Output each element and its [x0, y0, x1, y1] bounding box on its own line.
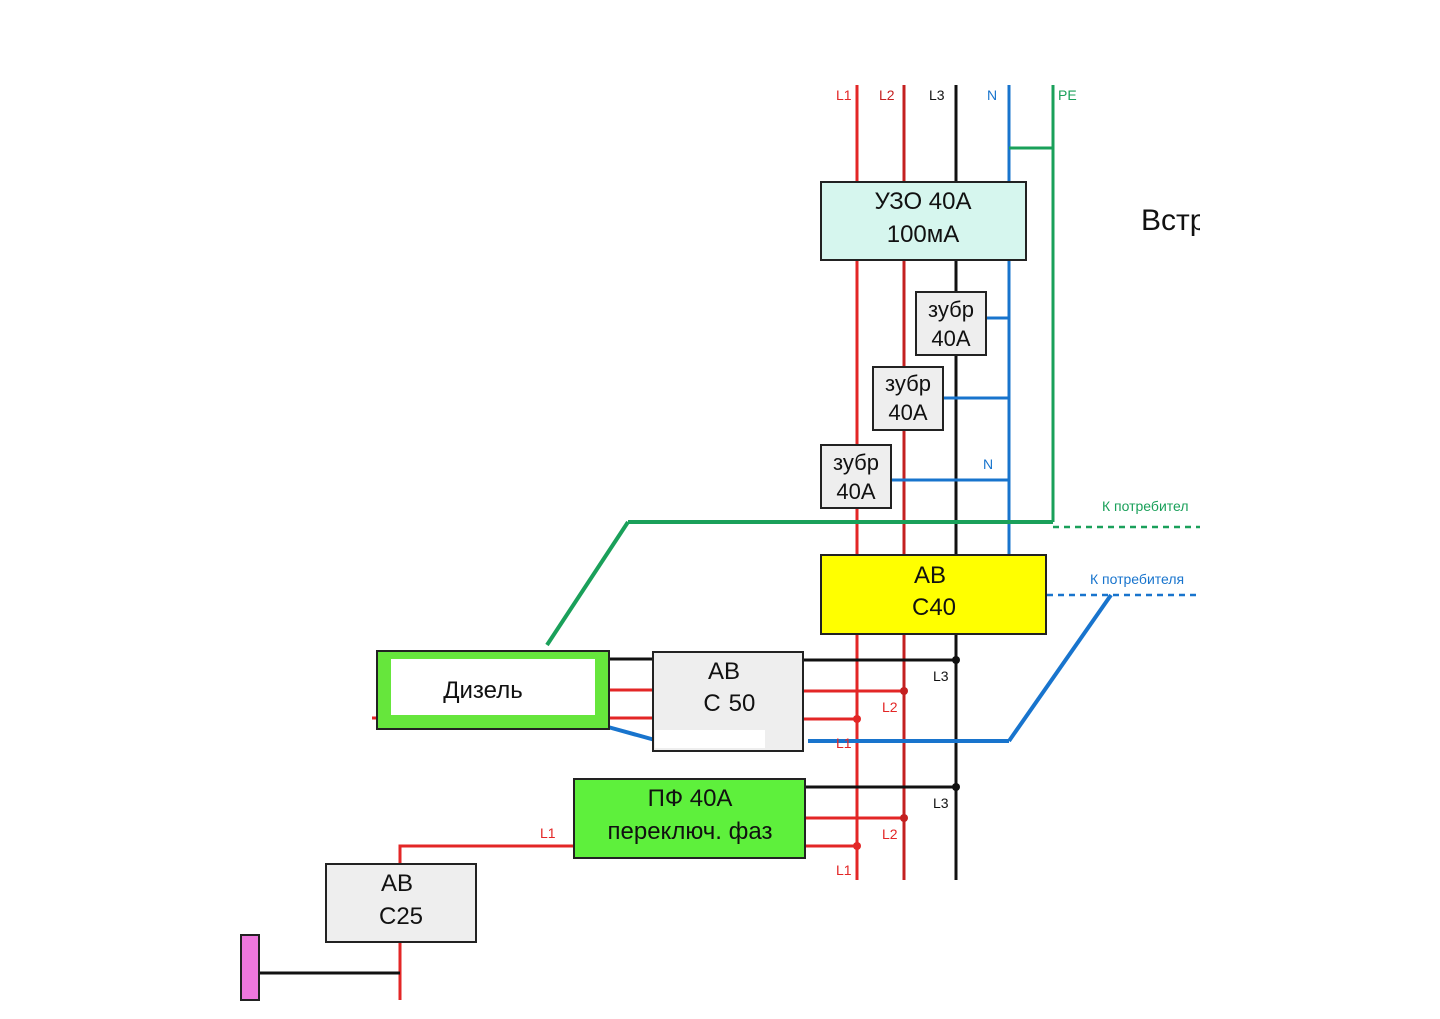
pe-diagonal-to-diesel [545, 520, 630, 647]
wire-label-l1-a: L1 [836, 735, 852, 751]
av-c50-line2-letter: С [703, 690, 720, 717]
bus-l1-label: L1 [836, 87, 852, 103]
diesel-label: Дизель [443, 677, 522, 704]
node-l1-b [853, 842, 861, 850]
pink-block [240, 934, 260, 1001]
zubr-2-line2: 40А [888, 400, 927, 425]
diesel-n-diagonal [1007, 593, 1113, 743]
uzo-box [820, 181, 1027, 261]
heading-mask [1200, 195, 1240, 245]
bus-l2-label: L2 [879, 87, 895, 103]
pf-line1: ПФ 40А [648, 785, 733, 812]
wire-label-l3-b: L3 [933, 795, 949, 811]
consumer-label-blue: К потребителя [1090, 571, 1184, 587]
wire-label-l1-b: L1 [836, 862, 852, 878]
n-label-mid: N [983, 456, 993, 472]
zubr-2-line1: зубр [885, 371, 931, 396]
zubr-box-1 [915, 291, 987, 356]
av-c40-line1: АВ [914, 562, 946, 589]
bus-l3-label: L3 [929, 87, 945, 103]
uzo-label-line2: 100мА [887, 221, 960, 248]
zubr-box-3 [820, 444, 892, 509]
zubr-box-2 [872, 366, 944, 431]
av-c25-line2: С25 [379, 903, 423, 930]
zubr-3-line1: зубр [833, 450, 879, 475]
bus-n-label: N [987, 87, 997, 103]
wire-label-l2-a: L2 [882, 699, 898, 715]
zubr-3-line2: 40А [836, 479, 875, 504]
zubr-1-line2: 40А [931, 326, 970, 351]
av-c40-line2: С40 [912, 594, 956, 621]
pf-box [573, 778, 806, 859]
wire-label-l3-a: L3 [933, 668, 949, 684]
av-c25-box [325, 863, 477, 943]
heading-partial: Встр [1141, 204, 1206, 237]
diesel-n-stub [607, 725, 656, 742]
wire-label-l2-b: L2 [882, 826, 898, 842]
av-c50-line2-value: 50 [729, 690, 756, 717]
node-l2-a [900, 687, 908, 695]
av-c50-inner-white [655, 730, 765, 748]
uzo-label-line1: УЗО 40А [875, 188, 972, 215]
av-c25-line1: АВ [381, 870, 413, 897]
av-c50-line1: АВ [708, 658, 740, 685]
zubr-1-line1: зубр [928, 297, 974, 322]
pf-line2: переключ. фаз [608, 818, 773, 845]
av-c40-box [820, 554, 1047, 635]
diesel-box-inner [391, 659, 595, 715]
node-l2-b [900, 814, 908, 822]
node-l3-b [952, 783, 960, 791]
consumer-label-green: К потребител [1102, 498, 1189, 514]
pf-to-c25-wire [398, 844, 574, 864]
bus-pe-label: PE [1058, 87, 1077, 103]
node-l3-a [952, 656, 960, 664]
wire-label-l1-pf: L1 [540, 825, 556, 841]
node-l1-a [853, 715, 861, 723]
